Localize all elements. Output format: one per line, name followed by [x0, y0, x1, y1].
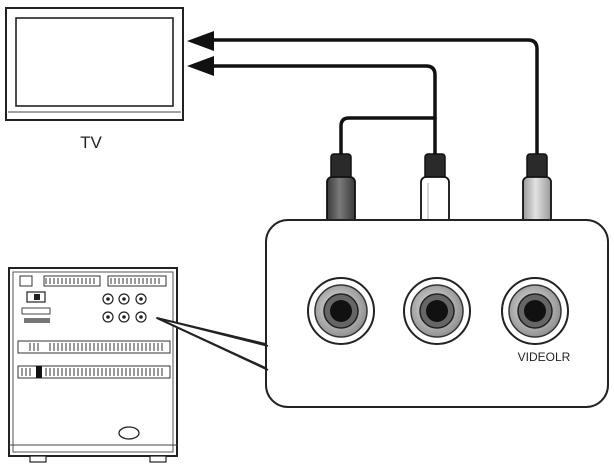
input-arrows	[187, 31, 214, 76]
audio-unit-rear-panel-icon	[8, 267, 178, 463]
tv-screen-icon	[5, 7, 184, 121]
jack-right	[501, 277, 569, 345]
cable-lines	[210, 38, 539, 160]
jack-left	[403, 277, 471, 345]
jacks-label: VIDEOLR	[518, 350, 571, 364]
jack-video	[307, 277, 375, 345]
tv-label: TV	[80, 133, 102, 152]
